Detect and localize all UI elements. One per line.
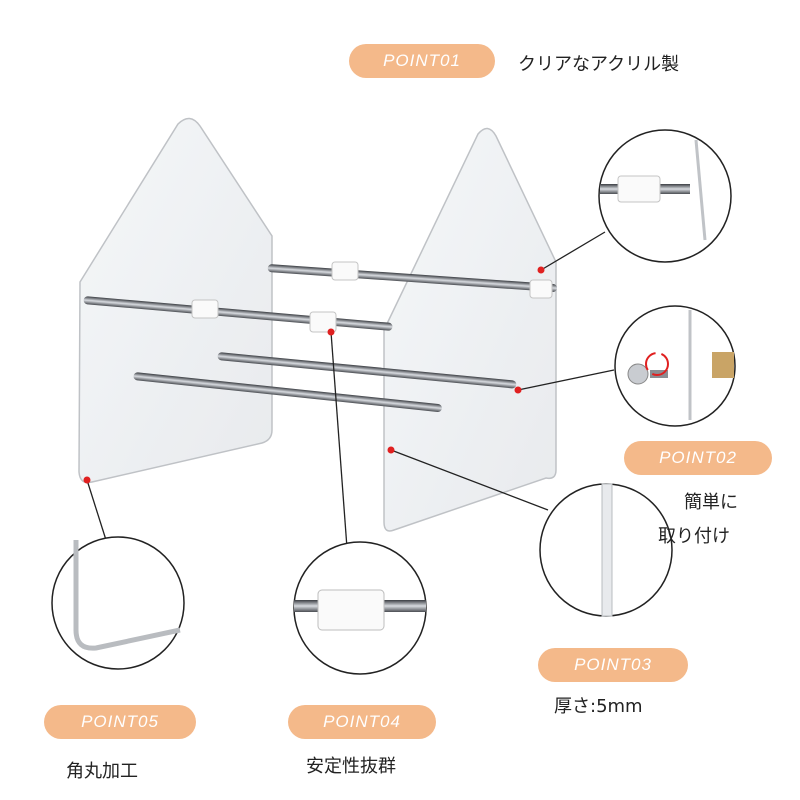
point02-caption-line1: 簡単に [684,492,738,513]
detail-zoom-circle-thickness [539,483,673,617]
leader-lines [86,231,615,549]
point05-badge: POINT05 [44,705,196,739]
detail-zoom-circle-corner [51,536,185,670]
point05-caption: 角丸加工 [66,761,138,782]
rod-clips [191,261,553,333]
point01-badge: POINT01 [349,44,495,78]
point03-badge: POINT03 [538,648,688,682]
red-marker-dots [83,266,545,484]
detail-zoom-circle-clip-top [598,129,732,263]
point02-badge: POINT02 [624,441,772,475]
detail-zoom-circle-screw [614,305,736,427]
point04-badge: POINT04 [288,705,436,739]
detail-zoom-circle-clip [293,541,427,675]
point03-caption: 厚さ:5mm [554,696,643,717]
right-acrylic-panel [383,127,557,532]
point01-caption: クリアなアクリル製 [518,54,680,75]
left-acrylic-panel [78,117,273,484]
point02-caption-line2: 取り付け [658,526,730,547]
point04-caption: 安定性抜群 [306,756,396,777]
